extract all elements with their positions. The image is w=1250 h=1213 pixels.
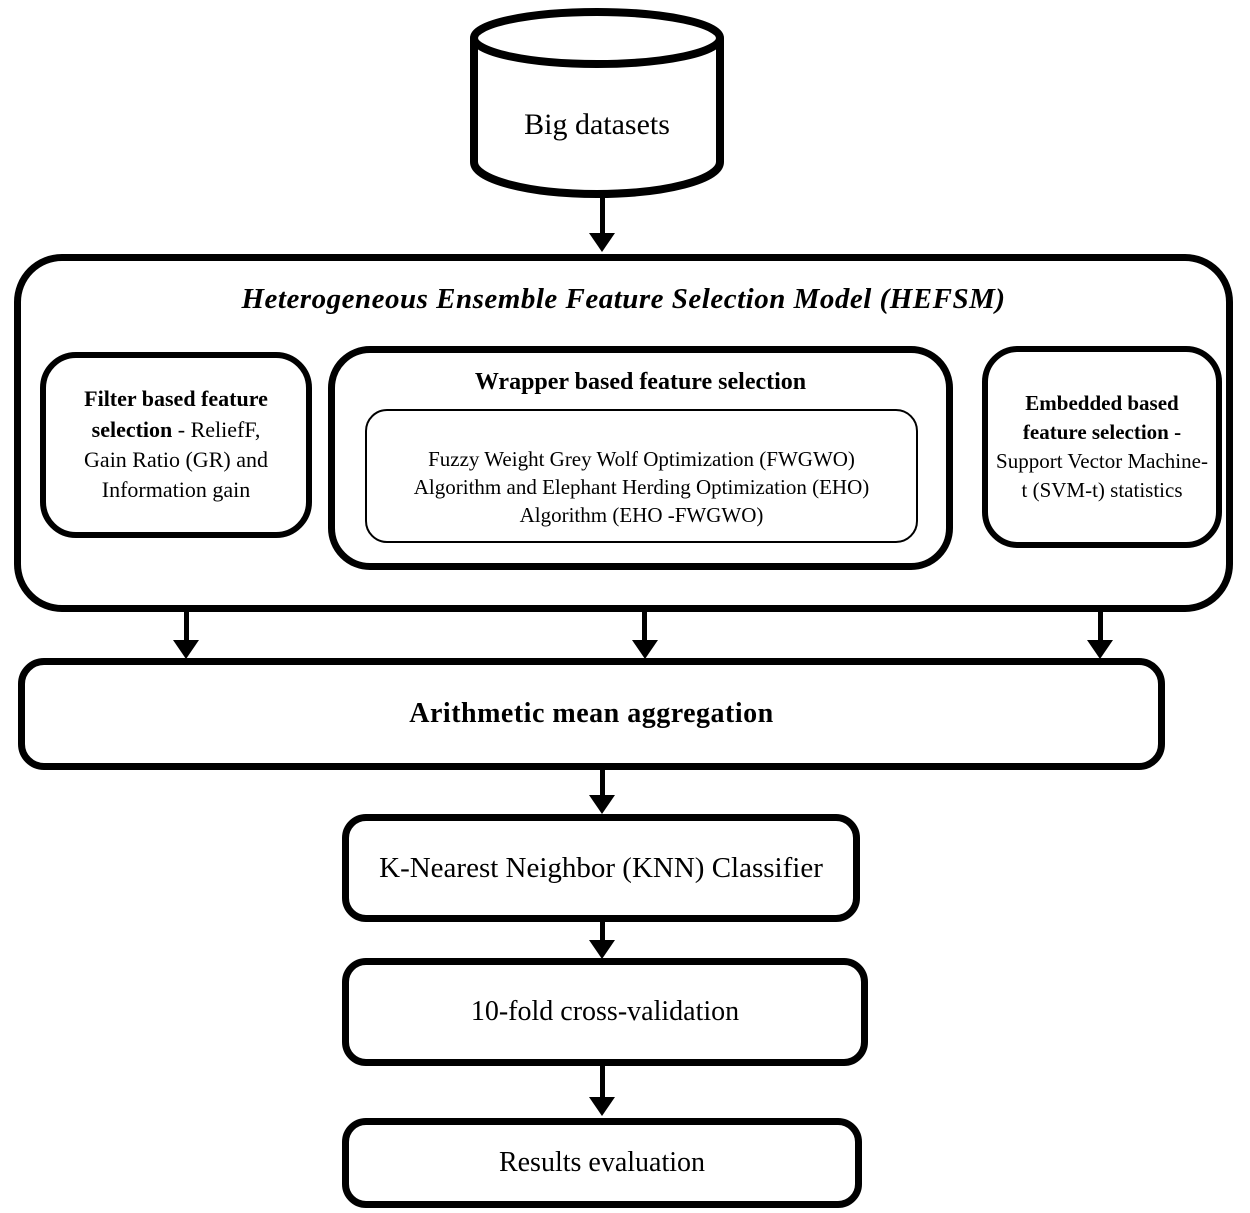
filter-line-4: Information gain — [101, 477, 251, 503]
filter-line-3: Gain Ratio (GR) and — [84, 447, 268, 472]
embedded-line-3: Support Vector Machine- — [996, 449, 1208, 473]
aggregation-node: Arithmetic mean aggregation — [18, 658, 1165, 770]
arrow-knn-to-crossvalidation-head — [589, 940, 615, 959]
filter-line-2: selection - ReliefF, — [91, 416, 261, 442]
embedded-line-4: t (SVM-t) statistics — [1021, 477, 1183, 502]
arrow-datasets-to-hefsm-line — [600, 196, 605, 236]
arrow-wrapper-to-aggregation-line-lower — [642, 598, 647, 646]
knn-label: K-Nearest Neighbor (KNN) Classifier — [379, 851, 823, 884]
big-datasets-node: Big datasets — [466, 6, 728, 202]
big-datasets-label: Big datasets — [524, 108, 670, 141]
hefsm-title: Heterogeneous Ensemble Feature Selection… — [241, 283, 1006, 315]
filter-feature-selection-node: Filter based feature selection - ReliefF… — [40, 352, 312, 538]
wrapper-inner-line-1: Fuzzy Weight Grey Wolf Optimization (FWG… — [428, 447, 855, 472]
database-cylinder-icon — [470, 8, 724, 198]
results-label: Results evaluation — [498, 1147, 706, 1178]
wrapper-inner-line-2: Algorithm and Elephant Herding Optimizat… — [413, 475, 870, 500]
arrow-crossvalidation-to-results-line — [600, 1066, 605, 1100]
aggregation-label: Arithmetic mean aggregation — [409, 698, 774, 729]
arrow-knn-to-crossvalidation-line — [600, 922, 605, 946]
wrapper-inner-line-3: Algorithm (EHO -FWGWO) — [519, 502, 764, 527]
wrapper-algorithm-node: Fuzzy Weight Grey Wolf Optimization (FWG… — [365, 409, 918, 543]
embedded-line-1: Embedded based — [1025, 391, 1179, 416]
arrow-aggregation-to-knn-head — [589, 795, 615, 814]
wrapper-feature-selection-node: Wrapper based feature selection Fuzzy We… — [328, 346, 953, 570]
knn-classifier-node: K-Nearest Neighbor (KNN) Classifier — [342, 814, 860, 922]
arrow-filter-to-aggregation-head — [173, 640, 199, 659]
arrow-datasets-to-hefsm-head — [589, 233, 615, 252]
arrow-embedded-to-aggregation-head — [1087, 640, 1113, 659]
embedded-line-2: feature selection - — [1022, 420, 1182, 445]
embedded-feature-selection-node: Embedded based feature selection - Suppo… — [982, 346, 1222, 548]
filter-line-1: Filter based feature — [84, 386, 268, 412]
arrow-crossvalidation-to-results-head — [589, 1097, 615, 1116]
wrapper-title: Wrapper based feature selection — [474, 369, 807, 395]
arrow-aggregation-to-knn-line — [600, 770, 605, 800]
results-evaluation-node: Results evaluation — [342, 1118, 862, 1208]
cross-validation-label: 10-fold cross-validation — [470, 996, 740, 1027]
cross-validation-node: 10-fold cross-validation — [342, 958, 868, 1066]
arrow-wrapper-to-aggregation-head — [632, 640, 658, 659]
